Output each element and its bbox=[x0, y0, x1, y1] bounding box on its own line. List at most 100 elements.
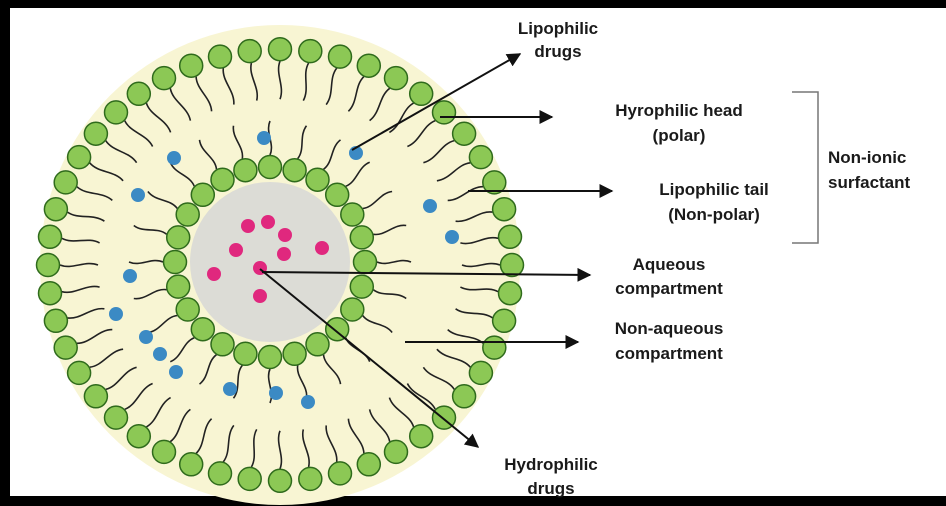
hydrophilic-head bbox=[180, 453, 203, 476]
lipophilic-drug bbox=[223, 382, 237, 396]
label-non-aqueous-2: compartment bbox=[615, 344, 723, 363]
hydrophilic-head bbox=[167, 226, 190, 249]
hydrophilic-head bbox=[326, 183, 349, 206]
hydrophilic-drug bbox=[315, 241, 329, 255]
aqueous-core bbox=[190, 182, 350, 342]
hydrophilic-drug bbox=[229, 243, 243, 257]
hydrophilic-head bbox=[37, 254, 60, 277]
lipophilic-drug bbox=[169, 365, 183, 379]
hydrophilic-drug bbox=[261, 215, 275, 229]
hydrophilic-head bbox=[341, 298, 364, 321]
hydrophilic-drug bbox=[253, 289, 267, 303]
label-lipophilic-drugs-1: Lipophilic bbox=[518, 19, 598, 38]
hydrophilic-head bbox=[499, 282, 522, 305]
lipophilic-drug bbox=[445, 230, 459, 244]
label-surfactant: surfactant bbox=[828, 173, 911, 192]
lipophilic-drug bbox=[131, 188, 145, 202]
hydrophilic-head bbox=[283, 159, 306, 182]
lipophilic-drug bbox=[139, 330, 153, 344]
hydrophilic-head bbox=[234, 159, 257, 182]
hydrophilic-head bbox=[127, 425, 150, 448]
hydrophilic-head bbox=[209, 462, 232, 485]
label-hydrophilic-drugs-1: Hydrophilic bbox=[504, 455, 598, 474]
label-aqueous-1: Aqueous bbox=[633, 255, 706, 274]
hydrophilic-head bbox=[105, 406, 128, 429]
hydrophilic-head bbox=[84, 122, 107, 145]
hydrophilic-head bbox=[176, 203, 199, 226]
hydrophilic-head bbox=[153, 67, 176, 90]
hydrophilic-head bbox=[39, 282, 62, 305]
hydrophilic-head bbox=[269, 38, 292, 61]
hydrophilic-head bbox=[44, 198, 67, 221]
hydrophilic-head bbox=[127, 82, 150, 105]
hydrophilic-head bbox=[350, 226, 373, 249]
hydrophilic-head bbox=[211, 168, 234, 191]
hydrophilic-head bbox=[357, 54, 380, 77]
hydrophilic-head bbox=[238, 40, 261, 63]
label-hydrophilic-head-1: Hyrophilic head bbox=[615, 101, 743, 120]
hydrophilic-head bbox=[234, 342, 257, 365]
hydrophilic-drug bbox=[207, 267, 221, 281]
label-lipophilic-tail-1: Lipophilic tail bbox=[659, 180, 769, 199]
hydrophilic-head bbox=[211, 333, 234, 356]
hydrophilic-head bbox=[493, 309, 516, 332]
hydrophilic-head bbox=[283, 342, 306, 365]
hydrophilic-head bbox=[68, 361, 91, 384]
lipophilic-drug bbox=[153, 347, 167, 361]
hydrophilic-head bbox=[176, 298, 199, 321]
lipophilic-drug bbox=[269, 386, 283, 400]
hydrophilic-head bbox=[410, 82, 433, 105]
label-non-aqueous-1: Non-aqueous bbox=[615, 319, 724, 338]
hydrophilic-head bbox=[357, 453, 380, 476]
hydrophilic-head bbox=[167, 275, 190, 298]
lipophilic-drug bbox=[423, 199, 437, 213]
hydrophilic-head bbox=[501, 254, 524, 277]
hydrophilic-head bbox=[44, 309, 67, 332]
hydrophilic-head bbox=[341, 203, 364, 226]
hydrophilic-head bbox=[68, 146, 91, 169]
hydrophilic-head bbox=[259, 346, 282, 369]
hydrophilic-head bbox=[209, 45, 232, 68]
hydrophilic-head bbox=[299, 467, 322, 490]
hydrophilic-head bbox=[306, 333, 329, 356]
hydrophilic-drug bbox=[241, 219, 255, 233]
hydrophilic-head bbox=[499, 225, 522, 248]
hydrophilic-head bbox=[54, 336, 77, 359]
lipophilic-drug bbox=[257, 131, 271, 145]
hydrophilic-head bbox=[350, 275, 373, 298]
hydrophilic-head bbox=[153, 440, 176, 463]
label-hydrophilic-drugs-2: drugs bbox=[527, 479, 574, 498]
hydrophilic-head bbox=[191, 183, 214, 206]
label-hydrophilic-head-2: (polar) bbox=[653, 126, 706, 145]
hydrophilic-head bbox=[433, 101, 456, 124]
hydrophilic-head bbox=[329, 462, 352, 485]
hydrophilic-head bbox=[84, 385, 107, 408]
hydrophilic-head bbox=[39, 225, 62, 248]
hydrophilic-head bbox=[469, 146, 492, 169]
hydrophilic-head bbox=[299, 40, 322, 63]
hydrophilic-head bbox=[306, 168, 329, 191]
label-aqueous-2: compartment bbox=[615, 279, 723, 298]
hydrophilic-head bbox=[191, 318, 214, 341]
hydrophilic-head bbox=[329, 45, 352, 68]
lipophilic-drug bbox=[167, 151, 181, 165]
hydrophilic-head bbox=[105, 101, 128, 124]
hydrophilic-head bbox=[354, 251, 377, 274]
hydrophilic-drug bbox=[278, 228, 292, 242]
hydrophilic-head bbox=[259, 156, 282, 179]
label-non-ionic: Non-ionic bbox=[828, 148, 906, 167]
label-lipophilic-tail-2: (Non-polar) bbox=[668, 205, 760, 224]
hydrophilic-head bbox=[238, 467, 261, 490]
hydrophilic-head bbox=[410, 425, 433, 448]
hydrophilic-head bbox=[164, 251, 187, 274]
hydrophilic-head bbox=[469, 361, 492, 384]
hydrophilic-head bbox=[269, 469, 292, 492]
hydrophilic-head bbox=[483, 336, 506, 359]
lipophilic-drug bbox=[109, 307, 123, 321]
lipophilic-drug bbox=[301, 395, 315, 409]
hydrophilic-head bbox=[453, 122, 476, 145]
hydrophilic-head bbox=[385, 67, 408, 90]
hydrophilic-drug bbox=[277, 247, 291, 261]
hydrophilic-head bbox=[326, 318, 349, 341]
